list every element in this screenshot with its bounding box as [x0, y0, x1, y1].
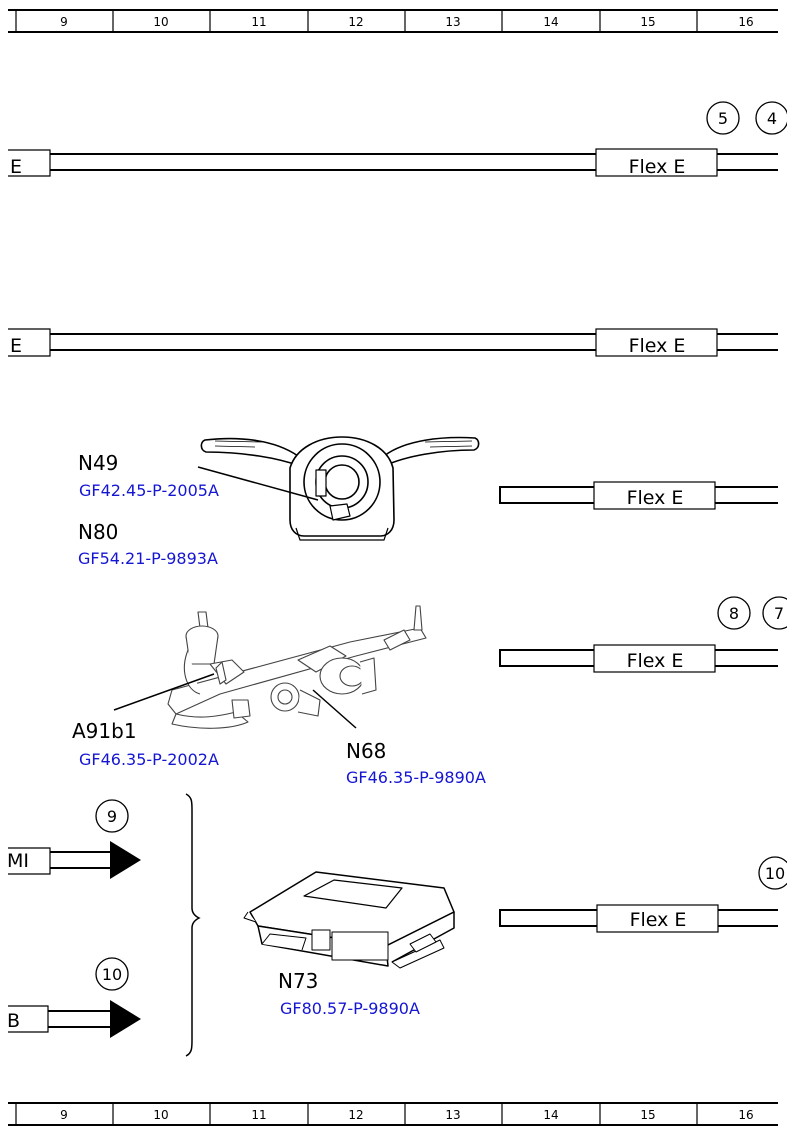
grid-col-15: 15: [640, 15, 655, 29]
grid-col-16-bottom: 16: [738, 1108, 753, 1122]
bus-line-4: [499, 644, 778, 673]
bus-5-flex-label: Flex E: [630, 909, 687, 931]
bus-3-flex-label: Flex E: [627, 487, 684, 509]
grid-col-11-bottom: 11: [251, 1108, 266, 1122]
grid-col-13: 13: [445, 15, 460, 29]
component-n80-code: N80: [78, 520, 118, 544]
grid-col-10-bottom: 10: [153, 1108, 168, 1122]
bus-line-2: [8, 328, 778, 357]
component-a91b1-code: A91b1: [72, 719, 137, 743]
bottom-grid-ruler: [8, 1102, 778, 1126]
marker-8-label: 8: [729, 604, 739, 623]
marker-7-circle: [762, 596, 787, 630]
grid-col-9: 9: [60, 15, 68, 29]
input-arrow-10: [8, 957, 141, 1038]
input-10-number: 10: [102, 965, 122, 984]
bus-1-flex-label: Flex E: [629, 156, 686, 178]
bus-2-left-label: E: [10, 335, 22, 357]
component-n49-ref-link[interactable]: GF42.45-P-2005A: [79, 481, 219, 500]
n68-leader-line: [312, 689, 357, 729]
grid-col-9-bottom: 9: [60, 1108, 68, 1122]
marker-5-circle: [706, 101, 740, 135]
steering-rack-illustration: [167, 605, 427, 729]
bus-2-flex-label: Flex E: [629, 335, 686, 357]
grid-col-15-bottom: 15: [640, 1108, 655, 1122]
a91b1-leader-line: [113, 673, 215, 711]
top-grid-ruler: [8, 9, 778, 33]
marker-10-label: 10: [765, 864, 785, 883]
marker-7-label: 7: [774, 604, 784, 623]
steering-column-switch-illustration: [200, 436, 480, 541]
grid-col-16: 16: [738, 15, 753, 29]
bus-line-1: [8, 148, 778, 177]
input-9-label: MI: [7, 850, 29, 872]
component-n73-code: N73: [278, 969, 318, 993]
component-n73-ref-link[interactable]: GF80.57-P-9890A: [280, 999, 420, 1018]
marker-5-label: 5: [718, 109, 728, 128]
bus-line-5: [499, 904, 778, 933]
input-9-number: 9: [107, 807, 117, 826]
grid-col-13-bottom: 13: [445, 1108, 460, 1122]
marker-4-circle: [755, 101, 787, 135]
n49-leader-line: [197, 466, 319, 501]
grid-col-14: 14: [543, 15, 558, 29]
component-n68-code: N68: [346, 739, 386, 763]
grid-col-12: 12: [348, 15, 363, 29]
component-n49-code: N49: [78, 451, 118, 475]
component-n80-ref-link[interactable]: GF54.21-P-9893A: [78, 549, 218, 568]
grid-col-14-bottom: 14: [543, 1108, 558, 1122]
bus-line-3: [499, 481, 778, 510]
component-a91b1-ref-link[interactable]: GF46.35-P-2002A: [79, 750, 219, 769]
marker-4-label: 4: [767, 109, 777, 128]
grid-col-11: 11: [251, 15, 266, 29]
bus-4-flex-label: Flex E: [627, 650, 684, 672]
marker-8-circle: [717, 596, 751, 630]
marker-10-circle: [758, 856, 787, 890]
grid-col-12-bottom: 12: [348, 1108, 363, 1122]
bus-1-left-label: E: [10, 156, 22, 178]
input-10-label: B: [7, 1010, 20, 1032]
input-arrow-9: [8, 799, 141, 879]
curly-brace: [185, 793, 201, 1057]
component-n68-ref-link[interactable]: GF46.35-P-9890A: [346, 768, 486, 787]
grid-col-10: 10: [153, 15, 168, 29]
control-module-illustration: [243, 871, 455, 969]
